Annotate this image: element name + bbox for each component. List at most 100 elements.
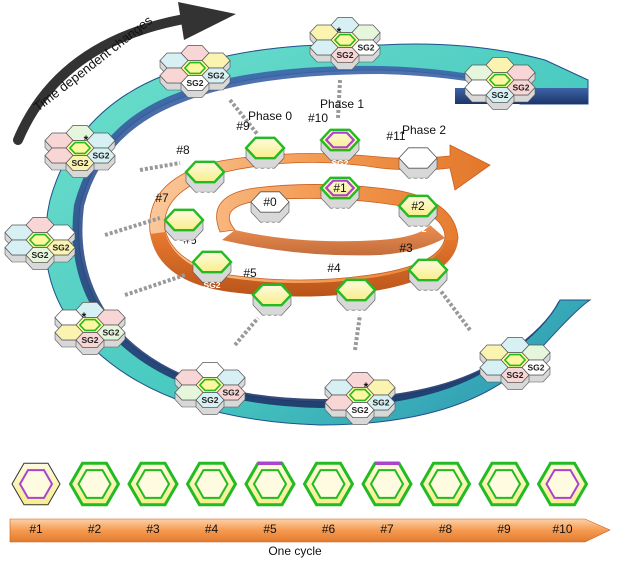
connector-line — [438, 288, 472, 332]
phase-1-label: Phase 1 — [320, 97, 364, 111]
cycle-step-label: #3 — [146, 522, 160, 536]
connector-line — [336, 79, 342, 119]
connector-line — [353, 314, 362, 351]
inner-sg-label: SG2 — [256, 166, 273, 176]
cycle-cell: #5 — [244, 461, 296, 536]
cycle-cell: #4 — [185, 461, 238, 536]
cycle-cell: #8 — [419, 461, 472, 536]
cycle-step-label: #8 — [439, 522, 453, 536]
connector-line — [124, 273, 186, 297]
cluster-cell: SG2 — [345, 402, 375, 425]
inner-sg-label: SG2 — [419, 288, 436, 298]
inner-sg-label: SG2 — [331, 158, 348, 168]
phase-0-label: Phase 0 — [248, 109, 292, 123]
cluster-sg-label: SG2 — [222, 388, 239, 398]
cluster-sg-label: SG2 — [351, 405, 368, 415]
cluster-sg-label: SG2 — [512, 83, 529, 93]
cluster-sg-label: SG2 — [372, 398, 389, 408]
cluster-cell: SG2 — [485, 87, 515, 110]
cycle-cell: #9 — [478, 461, 530, 536]
honeycomb-clusters: SG2SG2SG2SG2*SG2SG2SG2SG2*SG2SG2SG2SG2*S… — [4, 17, 551, 425]
inner-sg-label: SG3 — [261, 220, 278, 230]
inner-sg-label: SG2 — [203, 280, 220, 290]
cycle-cell: #7 — [361, 461, 413, 536]
inner-step-label: #9 — [236, 119, 250, 133]
cluster-cell: SG2 — [330, 47, 360, 70]
inner-step-label: #4 — [327, 261, 341, 275]
star-marker: * — [84, 133, 89, 147]
inner-step-label: #5 — [243, 266, 257, 280]
cycle-step-label: #6 — [322, 522, 336, 536]
cycle-cells: #1 #2 #3 #4 #5 #6 #7 #8 #9 #10 — [11, 461, 589, 536]
inner-sg-label: SG2 — [196, 190, 213, 200]
inner-sg-label: SG2 — [347, 308, 364, 318]
cluster-sg-label: SG2 — [527, 363, 544, 373]
cycle-cell: #3 — [127, 461, 179, 536]
cluster-sg-label: SG2 — [336, 50, 353, 60]
star-marker: * — [337, 25, 342, 39]
star-marker: * — [82, 310, 87, 324]
cluster-sg-label: SG2 — [92, 151, 109, 161]
cluster-sg-label: SG2 — [201, 395, 218, 405]
cluster-sg-label: SG2 — [207, 71, 224, 81]
cluster-cell: SG2 — [65, 155, 95, 178]
cluster-sg-label: SG2 — [186, 78, 203, 88]
cycle-bar-label: One cycle — [268, 544, 322, 558]
inner-step-label: #8 — [176, 143, 190, 157]
cluster-sg-label: SG2 — [357, 43, 374, 53]
cluster-cell: SG2 — [180, 75, 210, 98]
cluster-sg-label: SG2 — [102, 328, 119, 338]
inner-sg-label: SG2 — [175, 238, 192, 248]
star-marker: * — [364, 380, 369, 394]
inner-sg-label: SG2 — [409, 224, 426, 234]
cycle-step-label: #5 — [263, 522, 277, 536]
cycle-step-label: #1 — [29, 522, 43, 536]
cycle-step-label: #7 — [380, 522, 394, 536]
inner-step-label: #11 — [386, 129, 405, 143]
cluster-cell: SG2 — [25, 247, 55, 270]
connector-line — [228, 98, 260, 137]
cycle-step-label: #2 — [88, 522, 102, 536]
connector-line — [139, 161, 181, 172]
cluster-sg-label: SG2 — [81, 335, 98, 345]
inner-step-label: #7 — [155, 191, 169, 205]
phase-2-label: Phase 2 — [402, 123, 446, 137]
cluster-cell: SG2 — [500, 367, 530, 390]
cluster-sg-label: SG2 — [491, 90, 508, 100]
cycle-step-label: #10 — [552, 522, 572, 536]
inner-step-label: #2 — [411, 199, 425, 213]
inner-sg-label: SG1 — [409, 176, 426, 186]
inner-spiral-band — [149, 144, 491, 297]
inner-step-label: #0 — [263, 195, 277, 209]
cluster-cell: SG2 — [75, 332, 105, 355]
connector-line — [104, 216, 161, 237]
inner-step-label: #10 — [308, 111, 328, 125]
cluster-sg-label: SG2 — [71, 158, 88, 168]
cluster-sg-label: SG2 — [52, 243, 69, 253]
inner-sg-label: SG2 — [263, 313, 280, 323]
inner-sg-label: SG2 — [331, 206, 348, 216]
inner-cells: #0SG3#1SG2#2SG2#3SG2#4SG2#5SG2#6SG2#7SG2… — [155, 111, 449, 323]
cluster-cell: SG2 — [201, 67, 231, 91]
connector-line — [233, 316, 260, 347]
cycle-cell: #2 — [68, 461, 121, 536]
